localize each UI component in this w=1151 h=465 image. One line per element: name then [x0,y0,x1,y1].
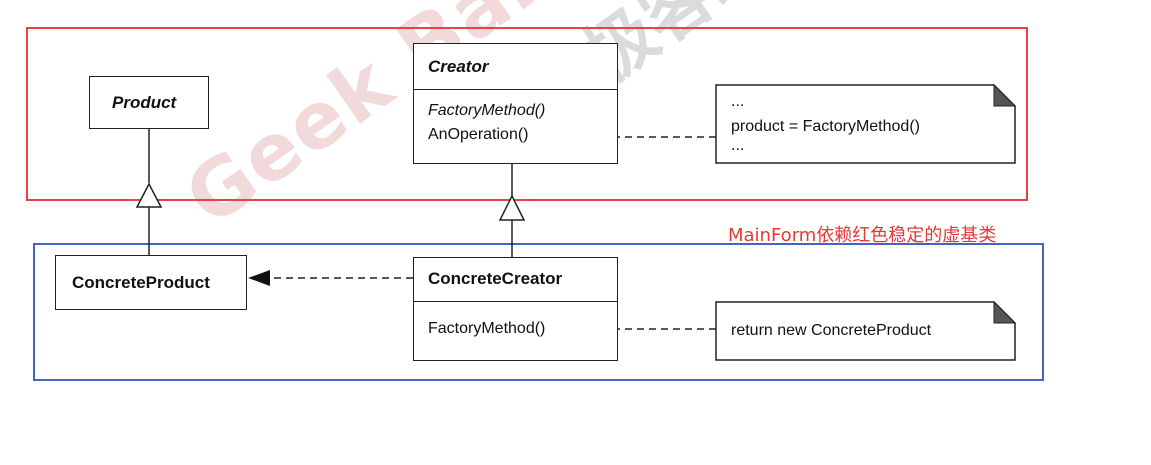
creator-class-name: Creator [428,57,489,76]
creator-class: Creator FactoryMethod() AnOperation() [413,43,618,164]
creator-name-compartment: Creator [414,44,617,90]
concrete-creator-class-name: ConcreteCreator [428,269,563,288]
product-class-name: Product [112,93,177,112]
concrete-creator-class: ConcreteCreator FactoryMethod() [413,257,618,361]
product-class: Product [89,76,209,129]
stable-abstraction-frame [26,27,1028,201]
concrete-creator-note-outline [715,301,1016,361]
concrete-product-class: ConcreteProduct [55,255,247,310]
concrete-creator-note-fold [993,300,1017,324]
concrete-creator-name-compartment: ConcreteCreator [414,258,617,302]
creator-op-factory-method: FactoryMethod() [428,102,546,119]
creator-inheritance-arrow [498,194,526,221]
product-inheritance-arrow [135,182,163,208]
concrete-creator-note-line: return new ConcreteProduct [731,322,932,339]
concrete-implementation-frame [33,243,1044,381]
creator-note-line: ... [731,137,745,154]
frame-annotation: MainForm依赖红色稳定的虚基类 [728,225,997,246]
concrete-creator-op-factory-method: FactoryMethod() [428,320,546,337]
concrete-creator-note: return new ConcreteProduct [716,302,1015,360]
dependency-arrowhead [248,270,270,286]
creator-note-fold [993,83,1017,107]
creator-op-an-operation: AnOperation() [428,126,529,143]
creator-note-outline [715,84,1016,164]
creator-note: ... product = FactoryMethod() ... [716,85,1015,163]
creator-note-line: product = FactoryMethod() [731,118,920,135]
creator-note-line: ... [731,93,745,110]
concrete-product-class-name: ConcreteProduct [72,273,210,292]
